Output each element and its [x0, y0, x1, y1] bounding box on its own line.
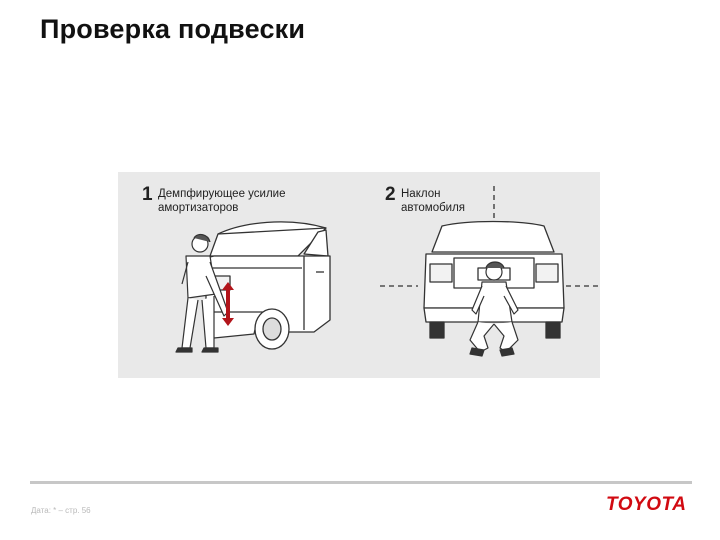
mechanic-figure-1 — [175, 233, 229, 353]
step-1-caption: Демпфирующее усилие амортизаторов — [158, 187, 286, 215]
car-rear-side-view — [205, 221, 331, 350]
step-1-caption-line1: Демпфирующее усилие — [158, 188, 286, 200]
footer-page-info: Дата: * – стр. 56 — [31, 506, 91, 515]
vertical-motion-arrow — [222, 282, 234, 326]
step-2-caption-line2: автомобиля — [401, 202, 466, 214]
slide-title: Проверка подвески — [40, 14, 306, 44]
toyota-logo: TOYOTA — [606, 494, 687, 515]
mechanic-figure-2 — [469, 261, 519, 357]
step-1-caption-line2: амортизаторов — [158, 202, 239, 214]
figure-panel: 1 Демпфирующее усилие амортизаторов 2 На… — [118, 172, 600, 378]
step-2-number: 2 — [385, 184, 396, 205]
step-1-number: 1 — [142, 184, 153, 205]
step-2-caption: Наклон автомобиля — [401, 187, 465, 215]
footer-divider — [30, 481, 692, 484]
suspension-illustration — [175, 186, 600, 357]
car-rear-view — [423, 220, 565, 339]
step-2-caption-line1: Наклон — [401, 188, 441, 200]
